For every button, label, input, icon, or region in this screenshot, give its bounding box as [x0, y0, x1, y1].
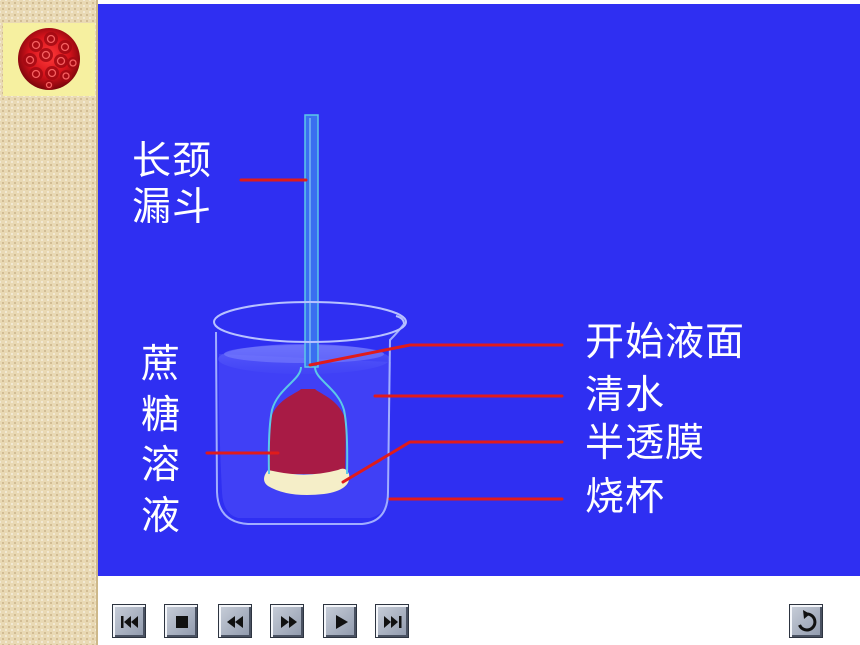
label-long-neck-funnel: 长颈漏斗: [132, 139, 213, 231]
rose-logo: [3, 23, 95, 96]
first-slide-button[interactable]: [112, 604, 146, 638]
return-icon: [798, 610, 817, 632]
beaker-glass: [215, 323, 405, 525]
beaker-spout: [395, 315, 405, 325]
funnel-tube: [304, 114, 319, 368]
pointer-line-membrane: [341, 440, 564, 484]
return-button[interactable]: [789, 604, 823, 638]
label-semipermeable-membrane: 半透膜: [585, 421, 706, 466]
play-icon: [336, 615, 348, 629]
fast-forward-button[interactable]: [270, 604, 304, 638]
skip-to-end-icon: [384, 616, 402, 628]
label-sucrose-solution: 蔗糖溶液: [140, 342, 181, 540]
semipermeable-membrane-shape: [264, 468, 350, 495]
sucrose-solution-shape: [269, 389, 346, 474]
stop-icon: [176, 616, 188, 628]
fast-forward-icon: [281, 616, 297, 628]
osmosis-diagram: [205, 114, 564, 525]
play-button[interactable]: [323, 604, 357, 638]
label-initial-liquid-level: 开始液面: [585, 320, 746, 365]
label-clear-water: 清水: [585, 373, 666, 418]
water-surface: [218, 344, 390, 374]
slideshow-navigation-bar: [98, 576, 860, 645]
rose-bouquet-icon: [18, 28, 80, 90]
skip-to-start-icon: [121, 616, 138, 628]
last-slide-button[interactable]: [375, 604, 409, 638]
pointer-line-initial-level: [308, 343, 564, 367]
stop-button[interactable]: [164, 604, 198, 638]
beaker-rim: [213, 301, 407, 343]
sidebar-decoration: [0, 0, 98, 645]
funnel-outline: [267, 366, 349, 475]
rewind-icon: [227, 616, 243, 628]
diagram-slide: 长颈漏斗 蔗糖溶液 开始液面 清水 半透膜 烧杯: [98, 4, 860, 576]
label-beaker: 烧杯: [585, 475, 666, 520]
rewind-button[interactable]: [218, 604, 252, 638]
